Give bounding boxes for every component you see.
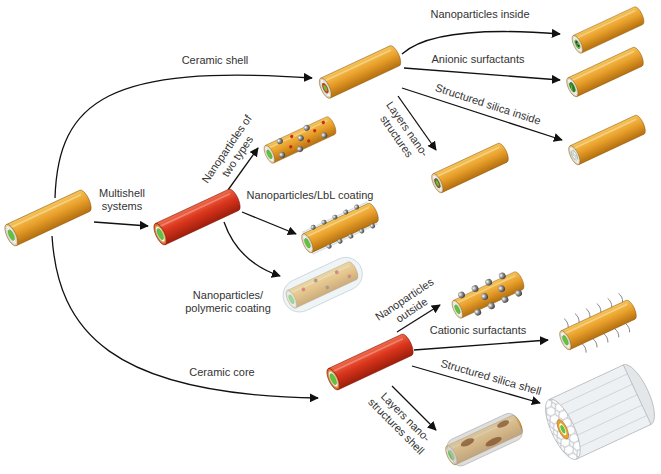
multishell-tube — [151, 187, 242, 246]
silica-inside-tube — [566, 114, 647, 167]
arrow-label: Nanoparticles inside — [430, 8, 529, 21]
arrow — [52, 236, 318, 398]
arrow-label: Nanoparticles of two types — [198, 111, 265, 193]
ceramic-core-tube — [324, 332, 415, 391]
cationic-tube — [553, 290, 642, 360]
ceramic-shell-tube — [317, 44, 403, 100]
particles-outside-tube — [448, 266, 528, 324]
arrow-label: Anionic surfactants — [432, 53, 525, 66]
halloysite-tube — [2, 188, 93, 247]
arrow-label: Ceramic core — [189, 366, 254, 379]
arrow-label: Multishell systems — [93, 187, 151, 212]
arrow-label: Nanoparticles/ polymeric coating — [180, 289, 276, 314]
arrow-label: Layers nano-structures — [371, 96, 433, 169]
layered-shell-tube — [442, 410, 527, 470]
arrow — [242, 212, 296, 234]
arrow-label: Layers nano-structures shell — [360, 381, 442, 463]
lbl-tube — [298, 198, 383, 258]
arrow-label: Structured silica inside — [434, 81, 543, 127]
arrow — [414, 340, 548, 350]
arrows — [52, 32, 562, 431]
two-particle-tube — [261, 114, 338, 166]
silica-shell-tube — [539, 360, 661, 464]
arrow — [55, 75, 312, 198]
arrow — [404, 68, 560, 80]
arrow — [402, 32, 560, 55]
arrow — [94, 222, 148, 226]
polymer-coated-tube — [278, 252, 368, 317]
arrow-label: Structured silica shell — [439, 357, 542, 398]
anionic-tube — [564, 46, 645, 99]
layers-inside-tube — [429, 142, 510, 195]
arrow-label: Cationic surfactants — [430, 324, 527, 337]
arrow-label: Nanoparticles/LbL coating — [247, 189, 374, 202]
arrow-label: Ceramic shell — [182, 54, 249, 67]
arrow — [224, 222, 280, 276]
